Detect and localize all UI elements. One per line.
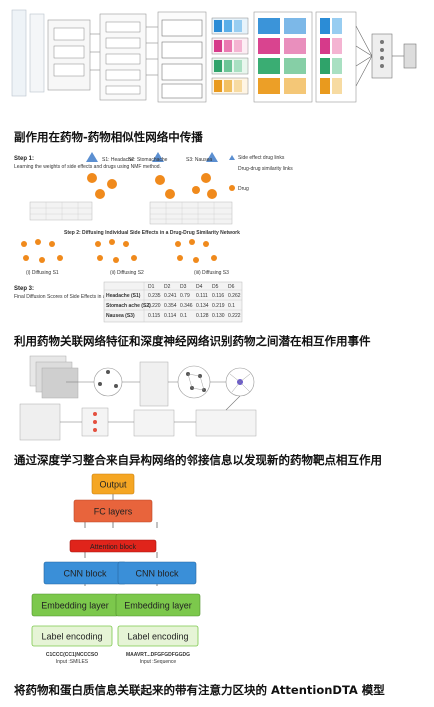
score-cell: 0.128: [196, 313, 209, 319]
label-encoding-left: [31, 625, 113, 647]
figure-4-attentiondta: Output FC layers Attention block CNN blo…: [0, 470, 434, 674]
legend-se: Side effect drug links: [238, 155, 285, 161]
caption-2: 利用药物关联网络特征和深度神经网络识别药物之间潜在相互作用事件: [14, 334, 371, 348]
drug-c-label: S3: Nausea: [186, 157, 212, 163]
lab-right-label: Label encoding: [127, 632, 188, 642]
score-cell: 0.235: [148, 293, 161, 299]
step3-desc: Final Diffusion Scores of Side Effects i…: [14, 294, 172, 300]
caption-1: 副作用在药物-药物相似性网络中传播: [14, 130, 203, 144]
step3-title: Step 3:: [14, 286, 34, 292]
score-cell: 0.115: [148, 313, 160, 319]
score-header-cell: D5: [212, 284, 219, 290]
score-cell: 0.354: [164, 303, 177, 309]
cnn-block-right: [117, 561, 197, 585]
attention-block: [69, 539, 157, 553]
embedding-block-right: [115, 593, 201, 617]
sub-a-label: (i) Diffusing S1: [26, 270, 59, 276]
score-header-cell: D2: [164, 284, 171, 290]
score-header-cell: D4: [196, 284, 203, 290]
step1-desc: Learning the weights of side effects and…: [14, 164, 161, 170]
score-cell: 0.346: [180, 303, 193, 309]
score-cell: 0.79: [180, 293, 190, 299]
emb-left-label: Embedding layer: [41, 601, 109, 611]
score-cell: 0.219: [212, 303, 225, 309]
architecture-diagram: [11, 9, 417, 103]
input-left-label: Input :SMILES: [56, 659, 89, 665]
legend-sim: Drug-drug similarity links: [238, 166, 293, 172]
sub-c-label: (iii) Diffusing S3: [194, 270, 229, 276]
legend-drug: Drug: [238, 186, 249, 192]
cnn-right-label: CNN block: [135, 569, 179, 579]
fc-block: [73, 499, 153, 523]
score-cell: 0.1: [228, 303, 235, 309]
score-cell: Stomach ache (S2): [106, 303, 151, 309]
score-cell: 0.220: [148, 303, 161, 309]
score-header-cell: D3: [180, 284, 187, 290]
figure-3-dti-network: [0, 352, 434, 444]
output-label: Output: [99, 480, 127, 490]
figure-2-diffusion: Step 1: Learning the weights of side eff…: [0, 150, 434, 326]
fc-label: FC layers: [94, 507, 133, 517]
score-cell: 0.130: [212, 313, 225, 319]
score-cell: Nausea (S3): [106, 313, 135, 319]
score-header-cell: D1: [148, 284, 155, 290]
attention-label: Attention block: [90, 544, 136, 551]
input-right-label: Input :Sequence: [140, 659, 177, 665]
score-cell: 0.116: [212, 293, 224, 299]
score-table: [103, 281, 243, 323]
step2-title: Step 2: Diffusing Individual Side Effect…: [64, 230, 240, 236]
attentiondta-diagram: Output FC layers Attention block CNN blo…: [31, 473, 201, 665]
drug-a-label: S1: Headache: [102, 157, 134, 163]
caption-3: 通过深度学习整合来自异构网络的邻接信息以发现新的药物靶点相互作用: [14, 453, 382, 467]
step1-title: Step 1:: [14, 156, 34, 162]
output-block: [91, 473, 135, 495]
score-cell: 0.111: [196, 293, 208, 299]
emb-right-label: Embedding layer: [124, 601, 192, 611]
score-header-cell: D6: [228, 284, 235, 290]
side-effect-s1-icon: [86, 152, 98, 162]
input-left-seq: C1CCC(CC1)NCCCSO: [46, 652, 98, 658]
lab-left-label: Label encoding: [41, 632, 102, 642]
score-cell: Headache (S1): [106, 293, 141, 299]
side-effect-s2-icon: [152, 152, 164, 162]
figure-1-architecture: [0, 0, 434, 124]
score-cell: 0.262: [228, 293, 241, 299]
side-effect-s3-icon: [206, 152, 218, 162]
cnn-left-label: CNN block: [63, 569, 107, 579]
diffusion-diagram: Step 1: Learning the weights of side eff…: [14, 152, 293, 323]
label-encoding-right: [117, 625, 199, 647]
score-cell: 0.114: [164, 313, 176, 319]
score-cell: 0.1: [180, 313, 187, 319]
drug-b-label: S2: Stomachache: [128, 157, 168, 163]
input-right-seq: MAAVRT...DFGFGDFGGDG: [126, 652, 190, 658]
caption-4: 将药物和蛋白质信息关联起来的带有注意力区块的 AttentionDTA 模型: [14, 683, 385, 697]
score-cell: 0.241: [164, 293, 177, 299]
sub-b-label: (ii) Diffusing S2: [110, 270, 144, 276]
score-cell: 0.222: [228, 313, 241, 319]
score-cell: 0.134: [196, 303, 209, 309]
dti-network-diagram: [19, 355, 257, 441]
